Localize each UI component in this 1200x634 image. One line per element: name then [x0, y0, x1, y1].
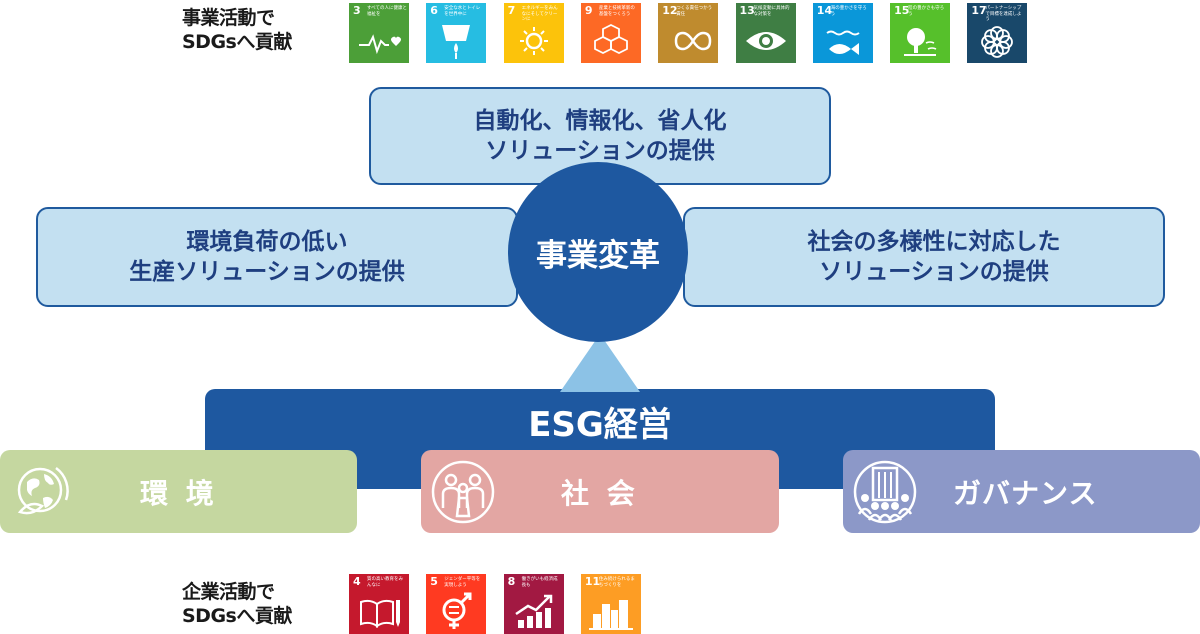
sdg-goal-number: 7 — [507, 4, 516, 17]
top-heading: 事業活動で SDGsへ貢献 — [182, 7, 292, 53]
sdg-goal-number: 8 — [507, 575, 516, 588]
fish-icon — [826, 30, 860, 55]
diversity-solutions-box: 社会の多様性に対応した ソリューションの提供 — [683, 207, 1165, 307]
business-transformation-label: 事業変革 — [536, 237, 660, 274]
tree-icon — [904, 28, 937, 56]
sdg-goal-title: 質の高い教育をみんなに — [367, 577, 403, 588]
sdg-goal-number: 6 — [430, 4, 438, 17]
sdg-goal-number: 4 — [353, 575, 361, 588]
sdg-goal-title: 安全な水とトイレを世界中に — [444, 6, 481, 17]
environmental-solutions-box: 環境負荷の低い 生産ソリューションの提供 — [36, 207, 518, 307]
society-pillar: 社 会 — [421, 450, 779, 533]
esg-management-label: ESG経営 — [528, 405, 672, 445]
bottom-heading: 企業活動で SDGsへ貢献 — [182, 581, 292, 627]
eye-globe-icon — [745, 32, 786, 50]
sdg-goal-9-tile: 9 産業と技術革新の基盤をつくろう — [580, 3, 641, 63]
governance-pillar: ガバナンス — [843, 450, 1200, 533]
heartbeat-icon — [359, 34, 401, 55]
environmental-solutions-text: 環境負荷の低い 生産ソリューションの提供 — [129, 229, 405, 285]
sdg-goal-5-tile: 5 ジェンダー平等を実現しよう — [426, 574, 487, 634]
sdg-goal-number: 15 — [894, 4, 910, 17]
book-pencil-icon — [360, 599, 400, 628]
sdg-goal-title: 産業と技術革新の基盤をつくろう — [598, 6, 635, 17]
sdg-goal-title: パートナーシップで目標を達成しよう — [985, 6, 1022, 22]
sdg-goal-title: ジェンダー平等を実現しよう — [444, 577, 481, 588]
water-drop-icon — [442, 25, 471, 59]
globe-leaf-icon — [17, 466, 69, 515]
automation-solutions-text: 自動化、情報化、省人化 ソリューションの提供 — [473, 108, 727, 164]
sdg-goal-title: 海の豊かさを守ろう — [830, 6, 867, 17]
sdg-goal-number: 9 — [584, 4, 593, 17]
society-label: 社 会 — [561, 477, 639, 510]
sdg-goal-number: 5 — [430, 575, 438, 588]
sdg-goal-title: 気候変動に具体的な対策を — [753, 6, 790, 17]
city-icon — [588, 600, 633, 630]
sdg-goal-title: すべての人に健康と福祉を — [367, 6, 408, 17]
sdg-goal-3-tile: 3 すべての人に健康と福祉を — [349, 3, 409, 63]
sdg-goal-6-tile: 6 安全な水とトイレを世界中に — [426, 3, 487, 63]
sdg-goal-number: 12 — [662, 4, 678, 17]
cubes-icon — [593, 23, 628, 55]
sdg-goal-title: 働きがいも経済成長も — [521, 577, 558, 588]
sdg-goal-title: エネルギーをみんなにそしてクリーンに — [521, 6, 558, 22]
sdg-goal-number: 14 — [816, 4, 833, 17]
upward-triangle-icon — [560, 334, 640, 392]
sdg-goal-number: 13 — [739, 4, 755, 17]
sdg-goal-number: 11 — [584, 575, 601, 588]
sdg-goal-number: 3 — [353, 4, 361, 17]
diversity-solutions-text: 社会の多様性に対応した ソリューションの提供 — [807, 229, 1061, 285]
sdg-goal-title: 住み続けられるまちづくりを — [598, 577, 635, 588]
gender-equality-icon — [442, 592, 472, 629]
environment-label: 環 境 — [140, 477, 218, 510]
sdg-goal-title: つくる責任つかう責任 — [676, 6, 713, 17]
environment-pillar: 環 境 — [0, 450, 357, 533]
sdg-goal-title: 陸の豊かさも守ろう — [908, 6, 945, 17]
top-sdg-goals: 3 すべての人に健康と福祉を 6 安全な水とトイレを世界中に 7 エネルギーをみんなにそし… — [349, 3, 1029, 63]
building-people-icon — [853, 460, 917, 524]
flower-rings-icon — [981, 26, 1014, 58]
sdg-goal-number: 17 — [971, 4, 987, 17]
people-icon — [431, 460, 495, 524]
sdg-goal-8-tile: 8 働きがいも経済成長も — [503, 574, 564, 634]
governance-label: ガバナンス — [953, 477, 1098, 510]
sdg-goal-7-tile: 7 エネルギーをみんなにそしてクリーンに — [503, 3, 564, 63]
infinity-icon — [674, 31, 712, 51]
growth-chart-icon — [514, 594, 552, 628]
sun-icon — [519, 27, 548, 55]
sdg-goal-4-tile: 4 質の高い教育をみんなに — [349, 574, 409, 634]
business-transformation-circle: 事業変革 — [508, 162, 688, 342]
